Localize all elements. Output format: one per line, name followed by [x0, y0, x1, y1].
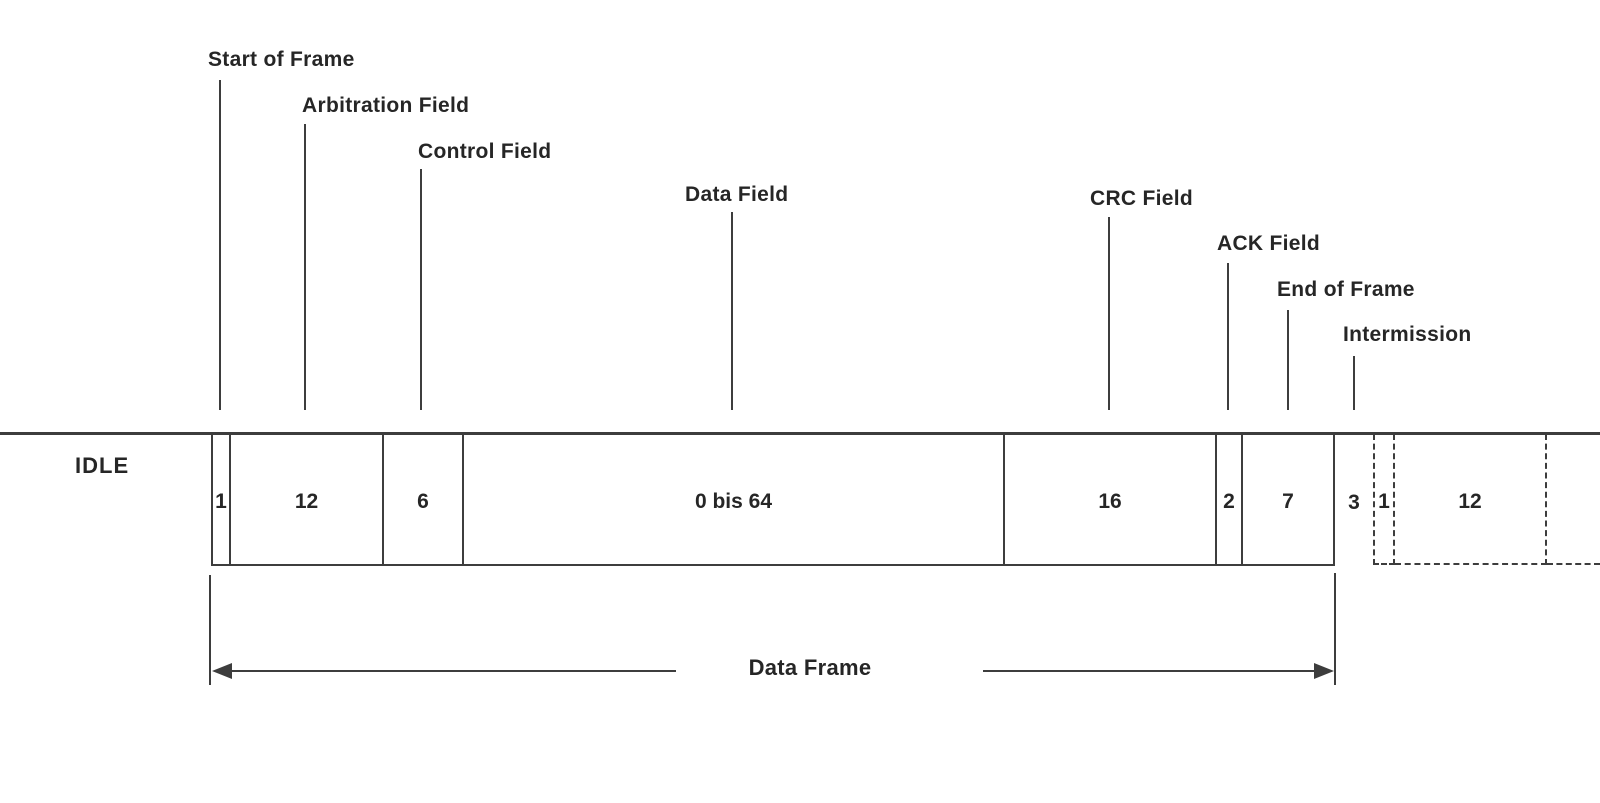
leader-ack-field — [1227, 263, 1229, 410]
bracket-right-tick — [1334, 573, 1336, 685]
bracket-left-tick — [209, 575, 211, 685]
leader-data-field — [731, 212, 733, 410]
segment-box-ack-field: 2 — [1215, 434, 1241, 566]
label-intermission: Intermission — [1343, 323, 1472, 346]
right-arrowhead-icon — [1314, 663, 1334, 679]
leader-arbitration-field — [304, 124, 306, 410]
bracket-line-right — [983, 670, 1316, 672]
idle-label: IDLE — [75, 453, 130, 478]
segment-box-data-field: 0 bis 64 — [462, 434, 1003, 566]
label-control-field: Control Field — [418, 140, 552, 163]
data-frame-label: Data Frame — [748, 655, 872, 680]
label-ack-field: ACK Field — [1217, 232, 1321, 255]
left-arrowhead-icon — [212, 663, 232, 679]
segment-box-control-field: 6 — [382, 434, 462, 566]
leader-intermission — [1353, 356, 1355, 410]
next-frame-box-start-of-frame: 1 — [1373, 434, 1395, 565]
label-crc-field: CRC Field — [1090, 187, 1194, 210]
leader-end-of-frame — [1287, 310, 1289, 410]
segment-box-arbitration-field: 12 — [229, 434, 382, 566]
segment-box-start-of-frame: 1 — [211, 434, 229, 566]
leader-start-of-frame — [219, 80, 221, 410]
label-end-of-frame: End of Frame — [1277, 278, 1415, 301]
label-data-field: Data Field — [685, 183, 789, 206]
label-start-of-frame: Start of Frame — [208, 48, 355, 71]
bus-line — [0, 432, 1600, 435]
segment-box-end-of-frame: 7 — [1241, 434, 1335, 566]
next-frame-tail — [1547, 434, 1600, 565]
next-frame-box-arbitration-field: 12 — [1395, 434, 1547, 565]
label-arbitration-field: Arbitration Field — [302, 94, 470, 117]
leader-crc-field — [1108, 217, 1110, 410]
segment-box-crc-field: 16 — [1003, 434, 1215, 566]
leader-control-field — [420, 169, 422, 410]
segment-intermission: 3 — [1348, 491, 1360, 514]
bracket-line-left — [229, 670, 676, 672]
